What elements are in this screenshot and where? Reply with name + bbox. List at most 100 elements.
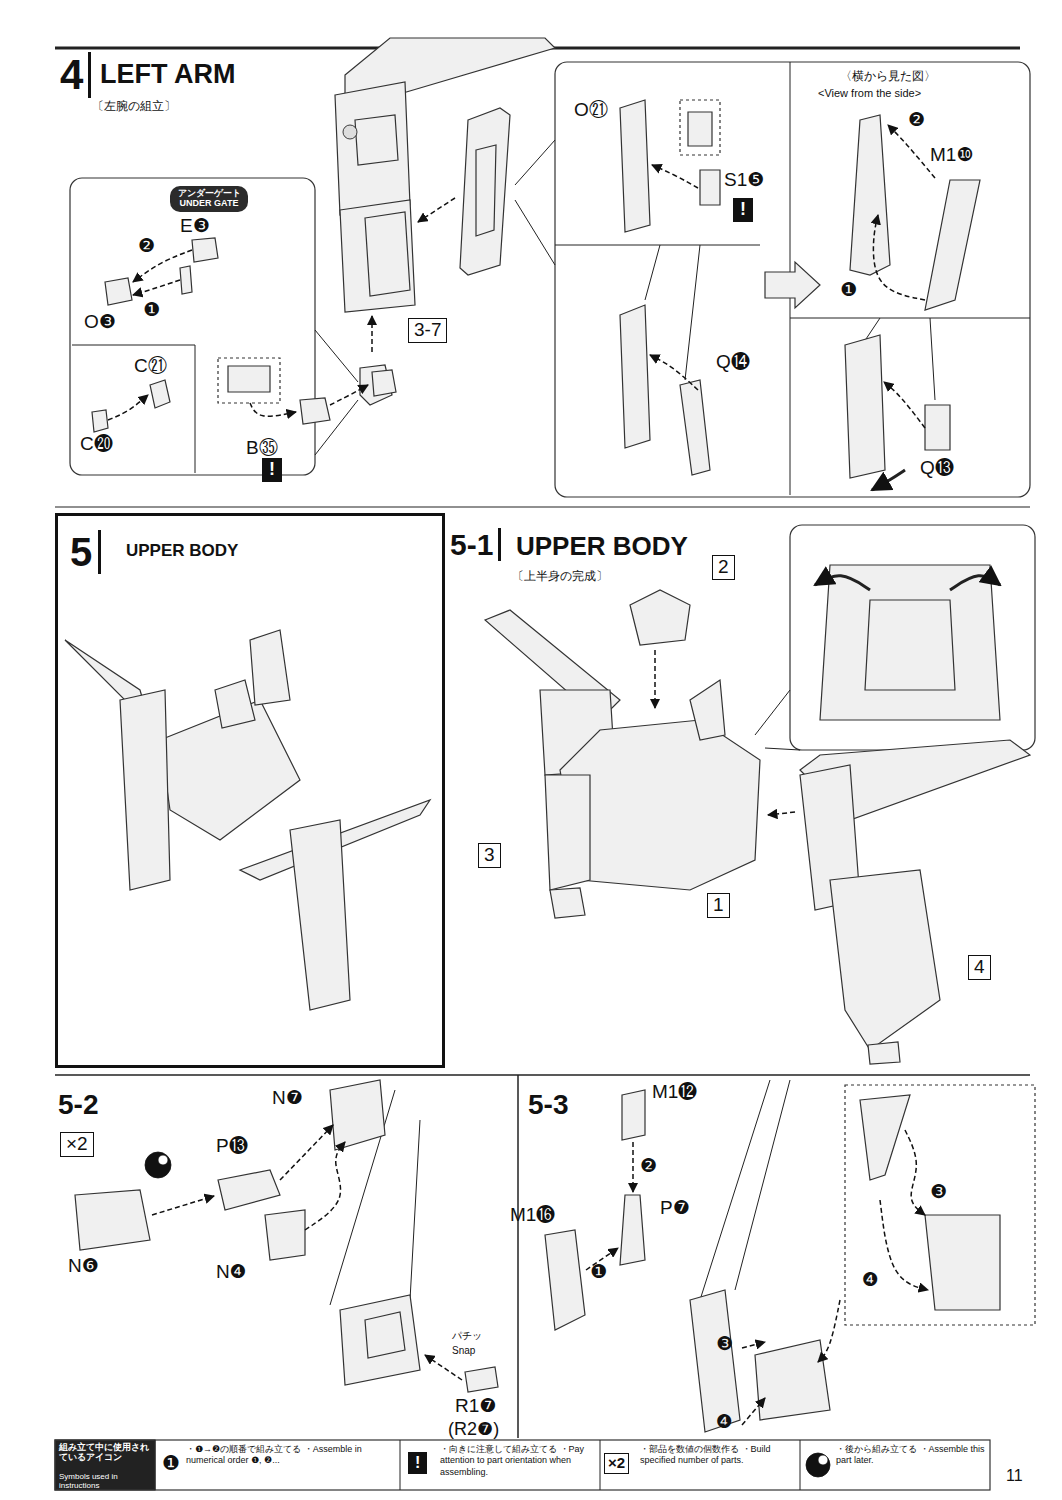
part-number: Q⓮ [716,352,750,373]
view-note: 〈横から見た図〉 [840,70,936,83]
legend-text: ・部品を数値の個数作る ・Build specified number of p… [640,1444,795,1467]
part-number: R1❼ [455,1396,496,1417]
part-number: M1⓰ [510,1205,555,1226]
assembly-arrow [418,198,455,222]
assembly-arrow [884,382,925,428]
reference-box: 2 [712,555,735,580]
legend-text: ・後から組み立てる ・Assemble this part later. [836,1444,986,1467]
frame-line [55,506,1030,507]
part-shape [92,410,108,432]
assembly-arrow [280,1125,333,1180]
assembly-arrow [425,1355,462,1380]
assembly-arrow [650,355,698,390]
frame-line [410,1120,420,1300]
part-shape [120,690,170,890]
assembly-arrow [250,403,296,416]
frame-line [790,318,1030,319]
assembly-arrow [654,650,656,708]
inset-panel [555,62,1030,497]
callout-number: ❸ [716,1334,733,1355]
part-number: (R2❼) [448,1420,499,1440]
assembly-arrow [371,316,373,352]
part-shape [845,335,885,478]
frame-line [55,1074,1030,1076]
heading: UPPER BODY [126,542,238,561]
part-number: C㉑ [134,356,167,377]
part-shape [365,1312,405,1358]
frame-line [72,345,195,473]
part-shape [820,565,1000,720]
part-shape [460,108,510,275]
assembly-arrow [330,385,368,405]
part-shape [355,115,398,165]
motion-arrow [815,576,870,590]
callout-number: ❶ [143,300,160,321]
legend-text: ・❶→❷の順番で組み立てる ・Assemble in numerical ord… [186,1444,391,1467]
callout-number: ❶ [590,1262,607,1283]
later-icon [158,1155,168,1165]
callout-number: ❷ [138,236,155,257]
later-icon [343,125,357,139]
part-number: E❸ [180,216,210,237]
assembly-arrow [873,215,925,300]
part-shape [335,82,410,215]
callout-number: ❹ [716,1412,733,1433]
inset-panel [845,1085,1035,1325]
frame-line [600,1440,601,1490]
frame-line [400,1440,401,1490]
part-shape [700,170,720,205]
part-shape [868,1042,900,1064]
assembly-arrow [768,812,795,815]
part-shape [830,870,940,1050]
node-text: 3-7 [414,320,441,341]
later-icon [818,1455,828,1465]
callout-number: ❸ [930,1182,947,1203]
part-shape [330,1080,385,1150]
inset-panel [680,100,720,155]
node-text: アンダーゲート UNDER GATE [176,189,242,209]
frame-line [800,1440,801,1490]
caution-icon: ! [733,198,753,222]
part-shape [690,1290,740,1432]
part-shape [620,305,650,448]
gate-badge: アンダーゲート UNDER GATE [170,186,248,212]
part-shape [620,100,650,232]
part-shape [215,680,255,728]
heading-ja: 〔上半身の完成〕 [512,570,608,583]
inset-panel [218,358,280,403]
part-shape [620,1195,645,1265]
part-shape [865,600,955,690]
frame-line [930,318,935,400]
part-shape [925,180,980,310]
assembly-arrow [632,1142,634,1192]
part-number: C⓴ [80,434,113,455]
node-text: 3 [484,845,495,866]
part-number: Q⓭ [920,458,954,479]
part-number: N❹ [216,1262,247,1283]
part-shape [180,266,192,294]
step-number: 5-3 [528,1090,568,1121]
callout-number: ❶ [840,280,857,301]
step-number: 5-1 [450,528,501,561]
part-number: O㉑ [574,100,608,121]
part-shape [105,278,132,305]
part-number: O❸ [84,312,116,333]
part-shape [465,1367,498,1392]
assembly-arrow [905,1130,925,1215]
view-note: <View from the side> [818,87,921,99]
part-number: M1⓬ [652,1082,697,1103]
frame-line [555,245,760,246]
node-text: 2 [718,557,729,578]
part-shape [372,370,396,396]
part-drawing [55,38,1035,1490]
part-shape [476,145,496,236]
legend-heading: 組み立て中に使用されているアイコン [59,1443,153,1463]
node-text: 1 [713,895,724,916]
part-shape [545,1230,585,1330]
inset-panel [55,1440,155,1490]
caution-icon: ! [262,458,282,482]
legend-icon: ❶ [162,1452,180,1474]
node-text: ×2 [66,1134,88,1155]
later-icon [145,1152,171,1178]
page-number: 11 [1006,1467,1023,1485]
